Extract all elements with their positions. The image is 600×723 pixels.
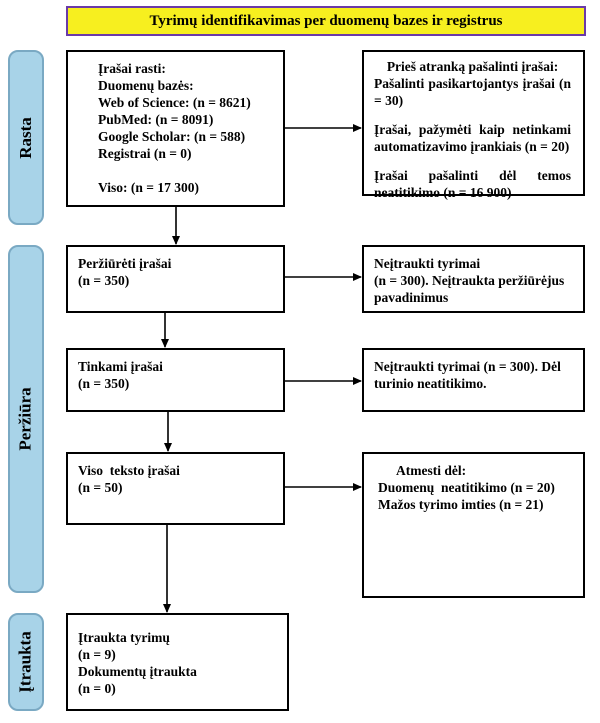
screened-records-box: Peržiūrėti įrašai (n = 350) <box>66 245 285 313</box>
excluded-title-box: Neįtraukti tyrimai (n = 300). Neįtraukta… <box>362 245 585 313</box>
included-box: Įtraukta tyrimų (n = 9) Dokumentų įtrauk… <box>66 613 289 711</box>
records-found-box: Įrašai rasti: Duomenų bazės: Web of Scie… <box>66 50 285 207</box>
excluded-title-line: pavadinimus <box>374 290 449 305</box>
fulltext-records-box: Viso teksto įrašai (n = 50) <box>66 452 285 525</box>
excluded-title-line: Neįtraukti tyrimai <box>374 256 481 271</box>
removed-before-screening-box: Prieš atranką pašalinti įrašai: Pašalint… <box>362 50 585 200</box>
records-found-line: Web of Science: (n = 8621) <box>98 95 251 110</box>
included-documents-count: (n = 0) <box>78 681 116 696</box>
screened-records-label: Peržiūrėti įrašai <box>78 256 172 271</box>
diagram-title: Tyrimų identifikavimas per duomenų bazes… <box>66 6 586 36</box>
rejected-heading: Atmesti dėl: <box>396 463 467 478</box>
records-found-line: Registrai (n = 0) <box>98 146 192 161</box>
rejected-box: Atmesti dėl: Duomenų neatitikimo (n = 20… <box>362 452 585 598</box>
eligible-records-box: Tinkami įrašai (n = 350) <box>66 348 285 412</box>
excluded-title-line: (n = 300). Neįtraukta peržiūrėjus <box>374 273 565 288</box>
included-documents-label: Dokumentų įtraukta <box>78 664 197 679</box>
records-found-line: Duomenų bazės: <box>98 78 194 93</box>
eligible-records-label: Tinkami įrašai <box>78 359 163 374</box>
included-studies-count: (n = 9) <box>78 647 116 662</box>
screened-records-count: (n = 350) <box>78 273 130 288</box>
included-studies-label: Įtraukta tyrimų <box>78 630 170 645</box>
records-found-line: Viso: (n = 17 300) <box>98 180 199 195</box>
records-found-line: Įrašai rasti: <box>98 61 166 76</box>
phase-label-rasta: Rasta <box>8 50 44 225</box>
fulltext-records-label: Viso teksto įrašai <box>78 463 180 478</box>
removed-heading: Prieš atranką pašalinti įrašai: <box>386 59 559 74</box>
removed-duplicates: Pašalinti pasikartojantys įrašai (n = 30… <box>374 76 571 108</box>
eligible-records-count: (n = 350) <box>78 376 130 391</box>
records-found-line: PubMed: (n = 8091) <box>98 112 214 127</box>
phase-label-perziura: Peržiūra <box>8 245 44 593</box>
fulltext-records-count: (n = 50) <box>78 480 123 495</box>
excluded-content-box: Neįtraukti tyrimai (n = 300). Dėl turini… <box>362 348 585 412</box>
removed-automation: Įrašai, pažymėti kaip netinkami automati… <box>374 122 571 154</box>
excluded-content-line: Neįtraukti tyrimai (n = 300). Dėl <box>374 359 561 374</box>
phase-label-itraukta: Įtraukta <box>8 613 44 711</box>
rejected-small-sample: Mažos tyrimo imties (n = 21) <box>378 497 544 512</box>
rejected-data-mismatch: Duomenų neatitikimo (n = 20) <box>378 480 555 495</box>
diagram-title-text: Tyrimų identifikavimas per duomenų bazes… <box>149 12 503 29</box>
excluded-content-line: turinio neatitikimo. <box>374 376 487 391</box>
records-found-line: Google Scholar: (n = 588) <box>98 129 246 144</box>
removed-topic-mismatch: Įrašai pašalinti dėl temos neatitikimo (… <box>374 168 571 200</box>
